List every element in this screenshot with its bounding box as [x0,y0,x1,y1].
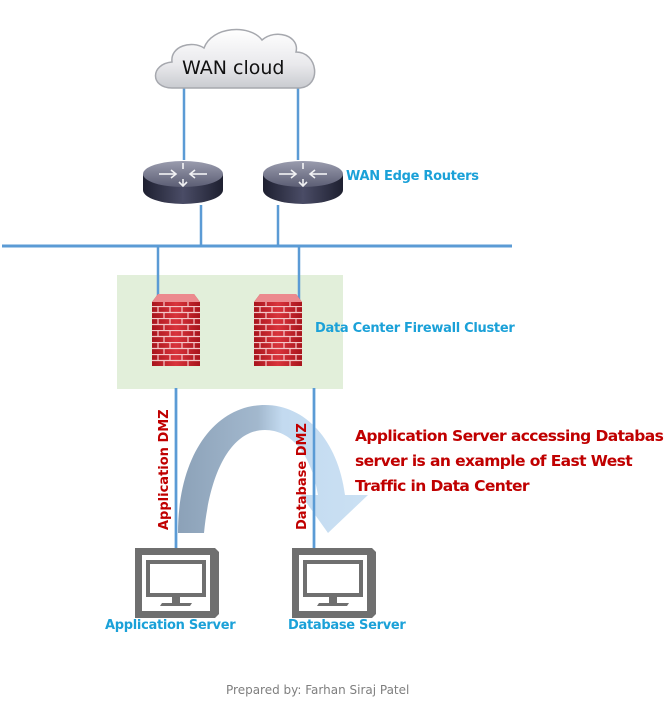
firewall-zone [117,275,343,389]
router-icon [143,161,223,204]
note-line: server is an example of East West [355,452,633,470]
note-line: Application Server accessing Database [355,427,664,445]
router-icon [263,161,343,204]
footer-credit: Prepared by: Farhan Siraj Patel [226,683,410,697]
cloud-icon [154,28,316,89]
application-server-label: Application Server [105,618,236,633]
database-server-label: Database Server [288,618,406,633]
firewall-icon [254,294,302,366]
server-monitor-icon [292,548,376,618]
east-west-flow-arrow [178,405,368,533]
database-dmz-label: Database DMZ [295,423,310,530]
firewall-cluster-label: Data Center Firewall Cluster [315,321,515,336]
firewall-icon [152,294,200,366]
application-dmz-label: Application DMZ [157,409,172,530]
wan-edge-routers-label: WAN Edge Routers [346,169,479,184]
server-monitor-icon [135,548,219,618]
note-line: Traffic in Data Center [355,477,530,495]
east-west-traffic-note: Application Server accessing Database se… [355,424,664,499]
wan-cloud-label: WAN cloud [182,57,285,79]
